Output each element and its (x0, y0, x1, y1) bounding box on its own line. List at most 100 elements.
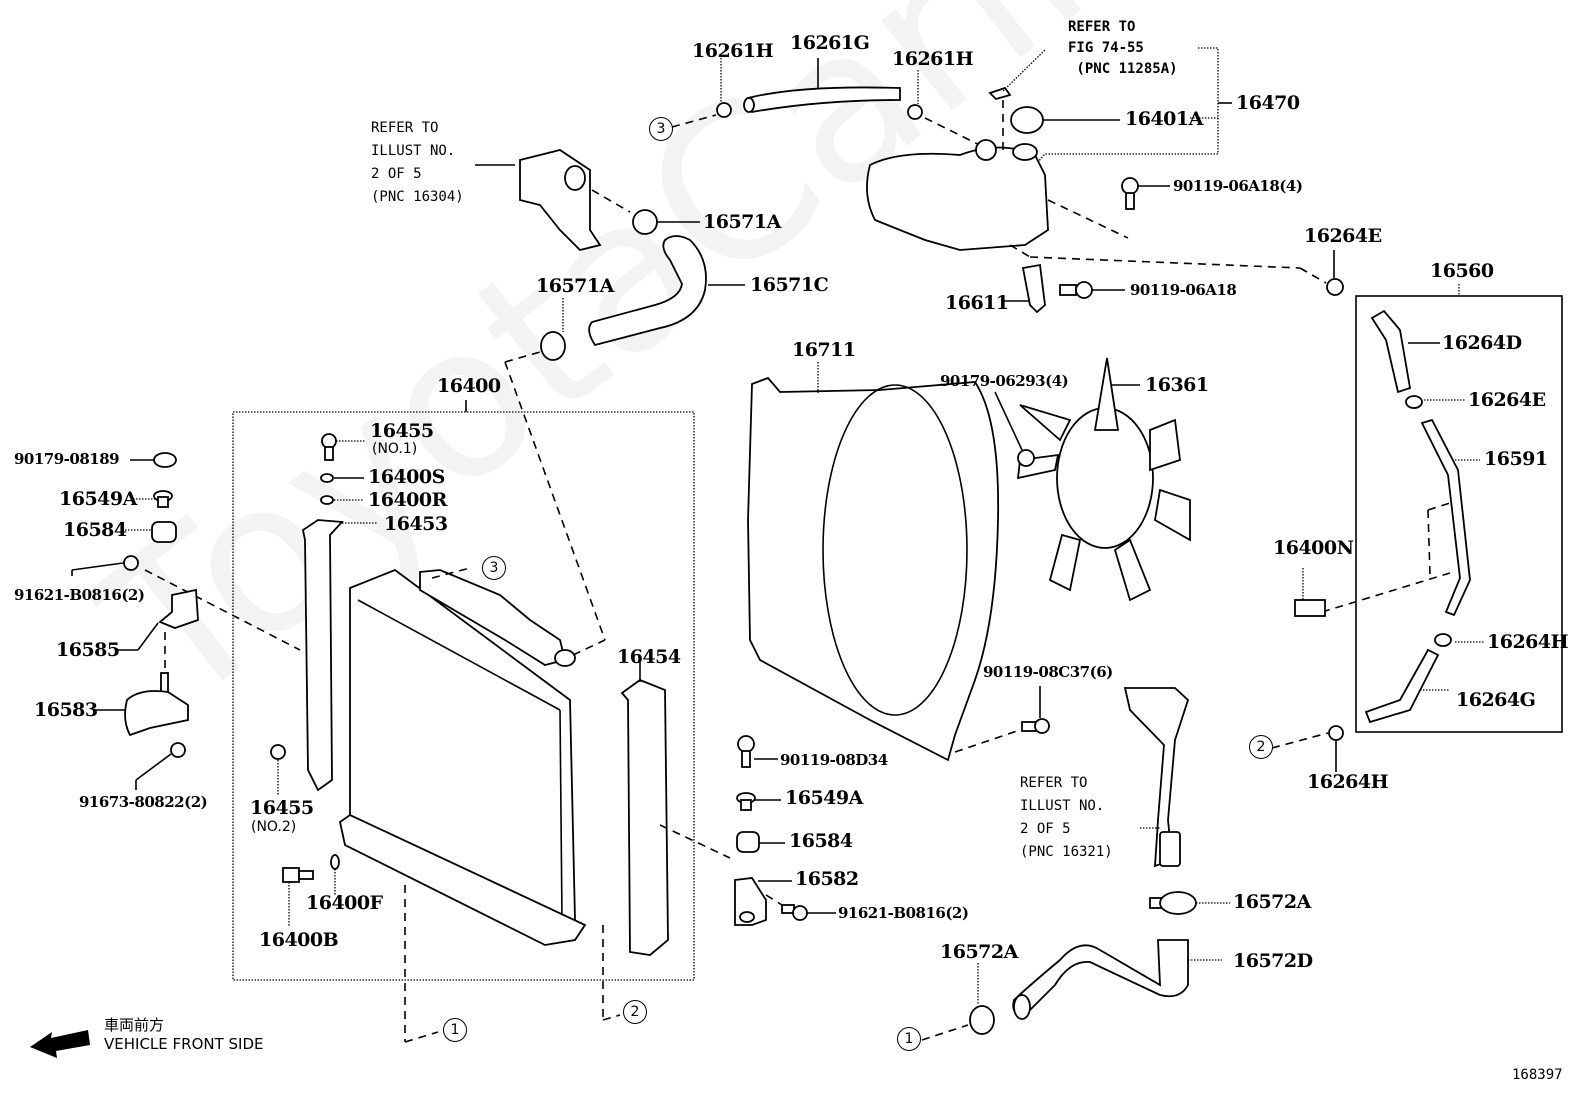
label-16361: 16361 (1145, 374, 1209, 396)
label-16264G: 16264G (1456, 689, 1536, 711)
label-16455-no2: 16455 (250, 797, 314, 819)
label-16455-no2-sub: (NO.2) (251, 819, 297, 835)
drain-cock-16400B (282, 867, 314, 927)
cushion-16584-left (125, 521, 177, 543)
bolt-90119-06A18-4 (1121, 177, 1170, 210)
hose-16572D (1012, 939, 1189, 1016)
clip-16261H-left (716, 58, 732, 118)
label-16454: 16454 (617, 646, 681, 668)
bolt-90119-06A18 (1059, 281, 1125, 299)
hose-16264G (1364, 648, 1440, 724)
figure-number: 168397 (1512, 1067, 1563, 1083)
label-16400: 16400 (437, 375, 501, 397)
label-16455-no1-sub: (NO.1) (372, 441, 418, 457)
washer-16400R (320, 495, 364, 505)
label-16591: 16591 (1484, 448, 1548, 470)
nut-90179-06293 (994, 391, 1035, 467)
hose-16591 (1420, 418, 1471, 617)
label-16560: 16560 (1430, 260, 1494, 282)
clip-16264H-bottom (1328, 725, 1344, 772)
label-16400N: 16400N (1273, 537, 1354, 559)
orientation-japanese: 車両前方 (104, 1016, 165, 1034)
connection-ref-1: 1 (897, 1027, 921, 1051)
label-16264H: 16264H (1307, 771, 1389, 793)
label-90119-08D34: 90119-08D34 (780, 751, 888, 769)
connection-ref-2: 2 (623, 1000, 647, 1024)
fan-16361 (1016, 357, 1191, 602)
clamp-16572A-bottom (969, 963, 995, 1035)
label-16585: 16585 (56, 639, 120, 661)
bolt-16455-no2 (270, 744, 286, 795)
label-16261H: 16261H (892, 48, 974, 70)
clip-16264E-top (1326, 250, 1344, 296)
clip-16264H-box (1434, 633, 1485, 647)
support-16453 (301, 519, 344, 792)
screw-16400S (320, 473, 364, 483)
label-16400F: 16400F (306, 892, 383, 914)
bracket-16585 (158, 588, 199, 629)
label-16582: 16582 (795, 868, 859, 890)
hose-16264D (1370, 309, 1412, 394)
label-16453: 16453 (384, 513, 448, 535)
label-16571A: 16571A (703, 211, 781, 233)
label-16264H: 16264H (1487, 631, 1569, 653)
label-16549A: 16549A (785, 787, 863, 809)
label-16261H: 16261H (692, 40, 774, 62)
label-16611: 16611 (945, 292, 1009, 314)
connection-ref-3: 3 (482, 556, 506, 580)
support-16454 (620, 678, 669, 956)
label-16583: 16583 (34, 699, 98, 721)
reserve-tank (866, 146, 1049, 251)
clip-16261H-right (907, 70, 923, 120)
cushion-16584-mid (736, 831, 785, 853)
label-91621-B0816-2: 91621-B0816(2) (14, 586, 145, 604)
radiator-assy-box (232, 411, 695, 981)
label-90119-06A18: 90119-06A18 (1130, 281, 1237, 299)
label-90119-06A18-4: 90119-06A18(4) (1173, 177, 1303, 195)
label-16400R: 16400R (368, 489, 447, 511)
grommet-16549A-mid (736, 792, 781, 811)
bracket-16611 (1021, 263, 1046, 314)
bolt-91621-B0816-mid (781, 904, 836, 921)
label-16572A: 16572A (940, 941, 1018, 963)
note-cap-reference: REFER TO FIG 74-55 (PNC 11285A) (1068, 19, 1178, 77)
arrow-left-icon (30, 1030, 90, 1058)
clip-16264E-box (1405, 395, 1465, 409)
label-16549A: 16549A (59, 488, 137, 510)
label-16584: 16584 (789, 830, 853, 852)
label-16400B: 16400B (259, 929, 339, 951)
label-16264E: 16264E (1304, 225, 1382, 247)
label-16264D: 16264D (1442, 332, 1522, 354)
label-16264E: 16264E (1468, 389, 1546, 411)
connection-ref-3: 3 (649, 117, 673, 141)
nut-90179-08189 (130, 452, 177, 468)
label-91673-80822-2: 91673-80822(2) (79, 793, 208, 811)
hose-16571C (588, 235, 707, 347)
label-91621-B0816-2: 91621-B0816(2) (838, 904, 969, 922)
label-16584: 16584 (63, 519, 127, 541)
bolt-16455-no1 (321, 433, 366, 461)
grommet-16549A-left (133, 490, 173, 508)
label-16401A: 16401A (1125, 108, 1203, 130)
label-16571A: 16571A (536, 275, 614, 297)
label-16711: 16711 (792, 339, 856, 361)
connection-ref-2: 2 (1249, 735, 1273, 759)
clamp-16572A-right (1149, 891, 1230, 915)
label-16400S: 16400S (368, 466, 445, 488)
bracket-16583 (124, 690, 189, 737)
label-90179-06293-4: 90179-06293(4) (940, 372, 1069, 390)
label-16572D: 16572D (1233, 950, 1313, 972)
note-thermostat-reference: REFER TO ILLUST NO. 2 OF 5 (PNC 16304) (371, 120, 464, 205)
label-16572A: 16572A (1233, 891, 1311, 913)
orientation-english: VEHICLE FRONT SIDE (104, 1035, 264, 1053)
clip-16400N (1294, 568, 1326, 617)
bolt-91621-B0816-left (71, 555, 139, 576)
note-outlet-reference: REFER TO ILLUST NO. 2 OF 5 (PNC 16321) (1020, 775, 1113, 860)
label-16571C: 16571C (750, 274, 829, 296)
o-ring-16400F (330, 854, 340, 895)
radiator-core-16400 (338, 568, 587, 946)
label-90179-08189: 90179-08189 (14, 450, 120, 468)
hose-kit-box (1355, 295, 1563, 733)
